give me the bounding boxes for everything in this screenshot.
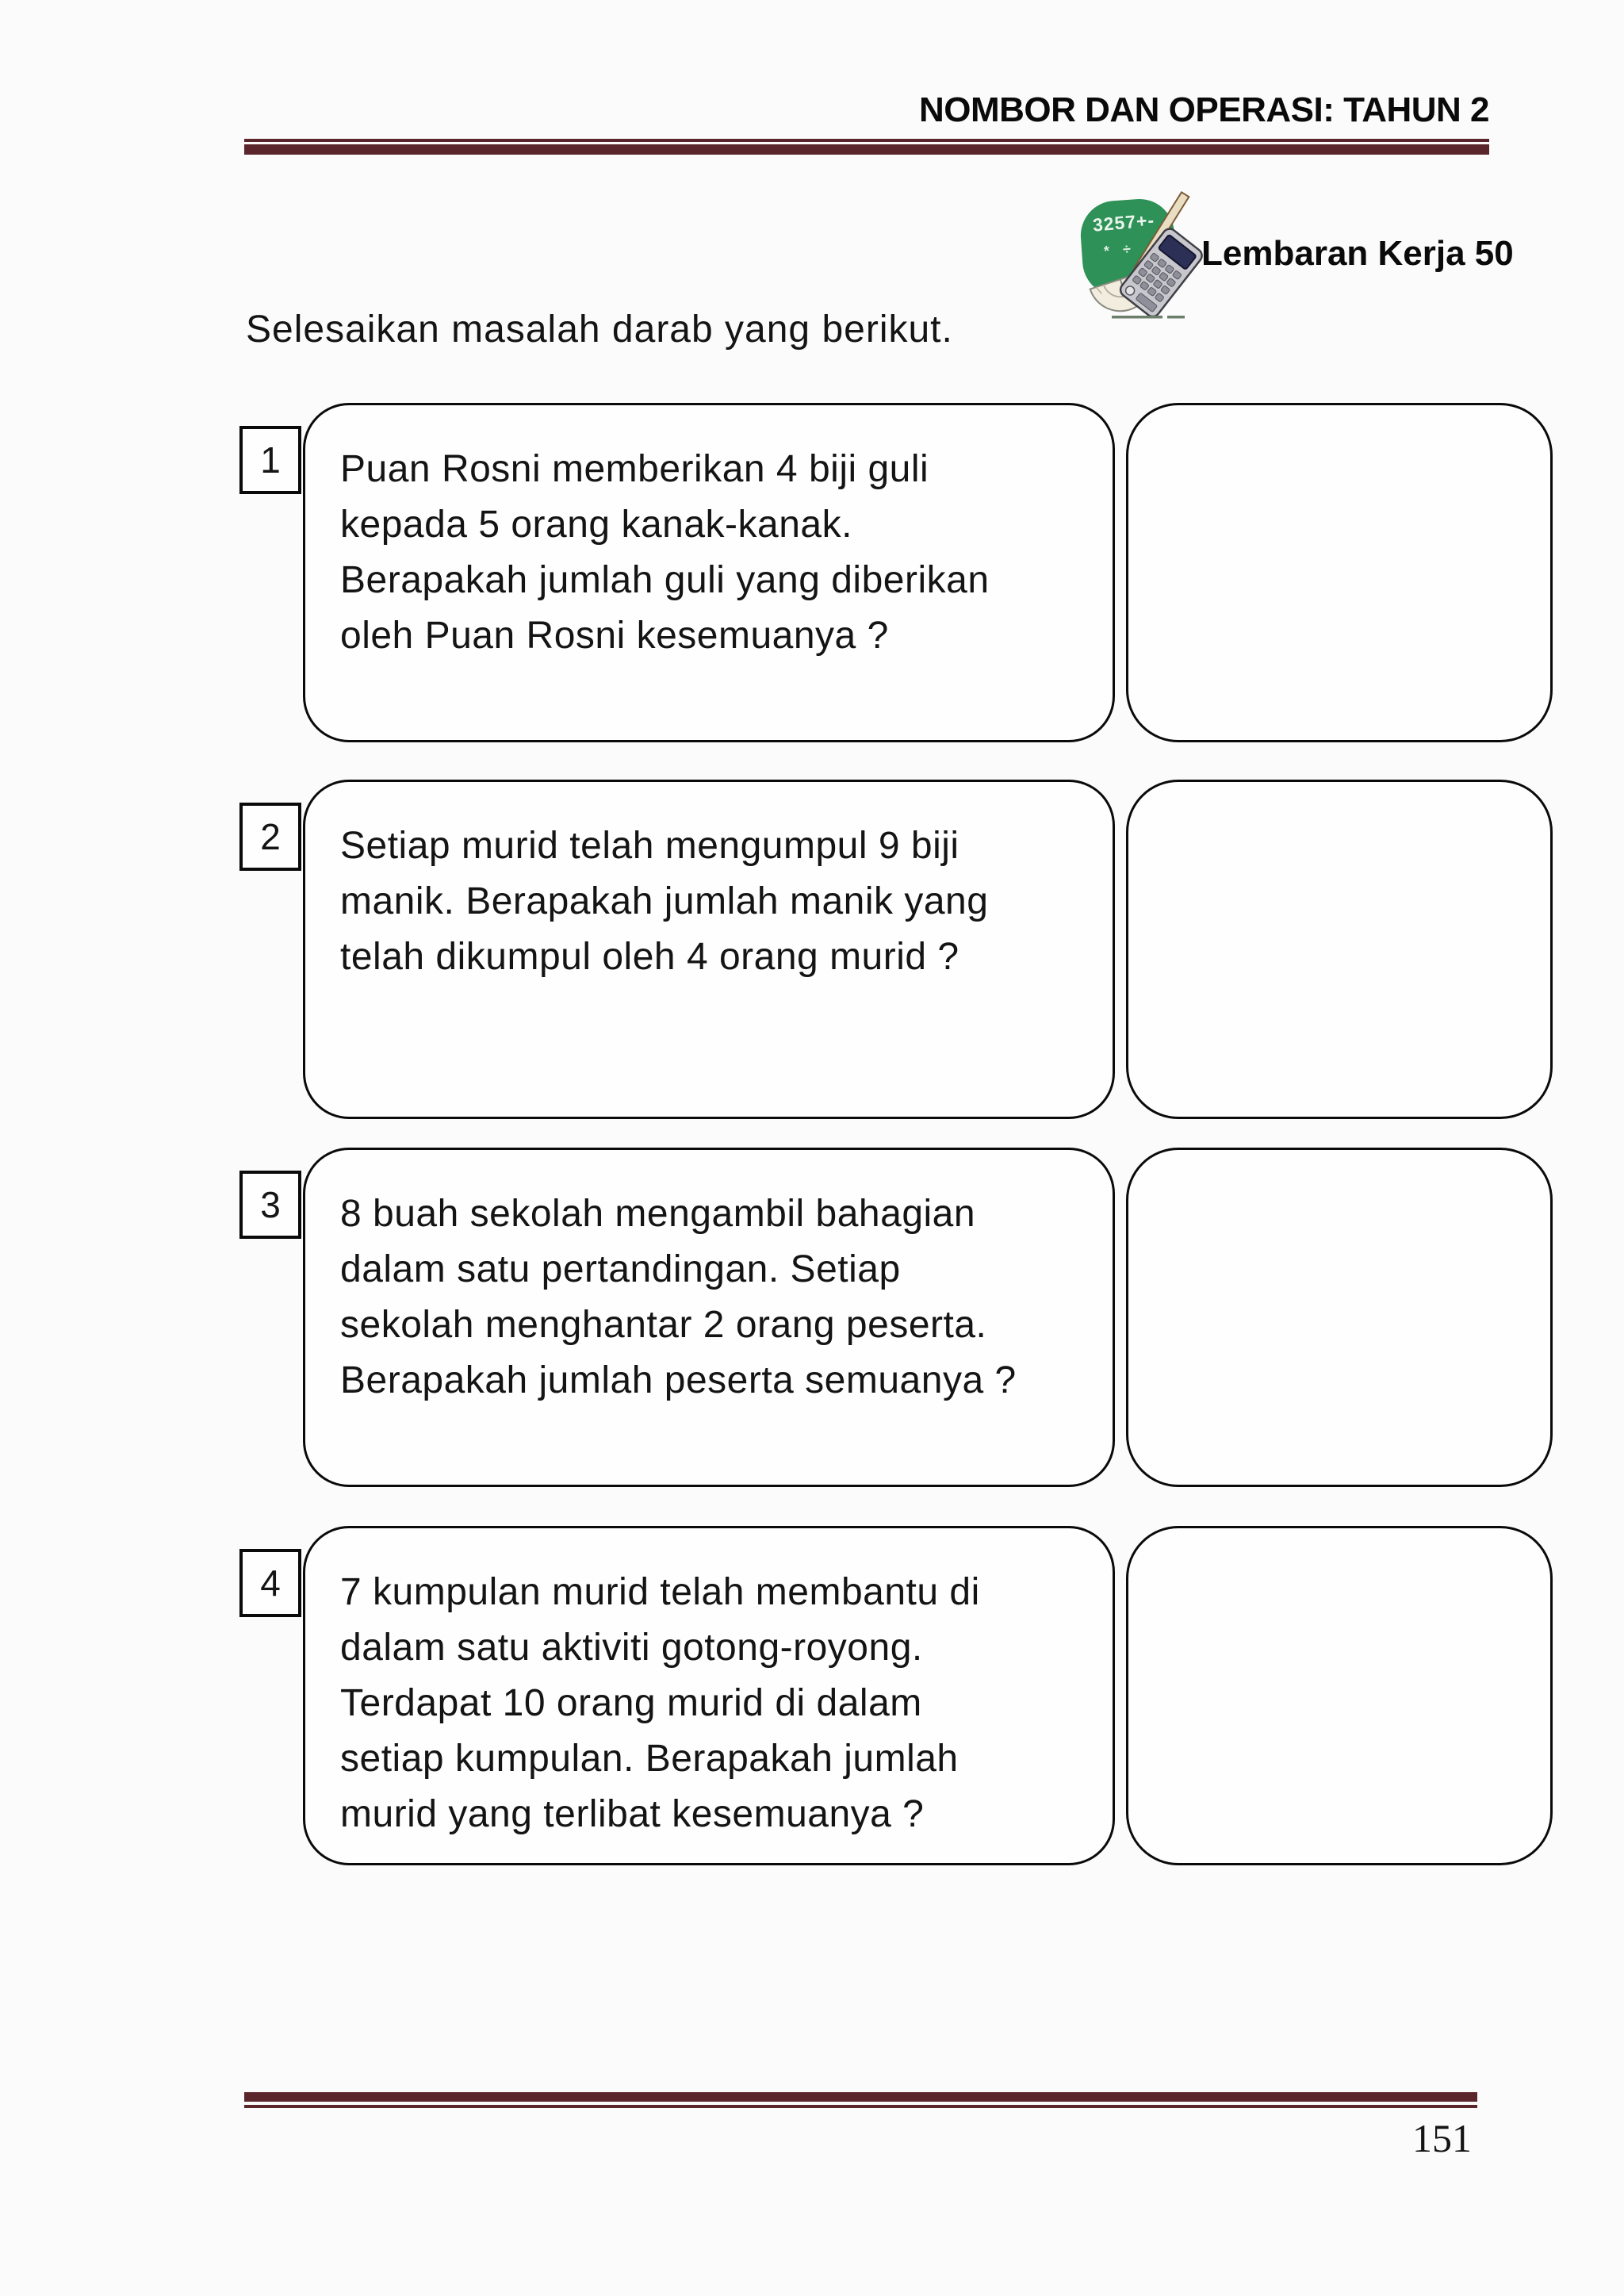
question-text-line: telah dikumpul oleh 4 orang murid ?	[340, 936, 959, 978]
page-number: 151	[1412, 2116, 1472, 2160]
question-text-line: Berapakah jumlah peserta semuanya ?	[340, 1359, 1017, 1401]
calculator-body	[1119, 228, 1203, 318]
answer-box	[1126, 1526, 1553, 1865]
question-text-line: setiap kumpulan. Berapakah jumlah	[340, 1738, 959, 1780]
instruction-text: Selesaikan masalah darab yang berikut.	[246, 309, 953, 351]
question-text-line: 7 kumpulan murid telah membantu di	[340, 1571, 980, 1613]
worksheet-label: Lembaran Kerja 50	[1201, 234, 1514, 273]
question-text-line: Puan Rosni memberikan 4 biji guli	[340, 448, 929, 490]
problem-row: 2 Setiap murid telah mengumpul 9 biji ma…	[0, 780, 1624, 1119]
question-box: 8 buah sekolah mengambil bahagian dalam …	[303, 1148, 1115, 1487]
question-text-line: murid yang terlibat kesemuanya ?	[340, 1793, 925, 1835]
question-text-line: Setiap murid telah mengumpul 9 biji	[340, 825, 959, 867]
calculator-icon: 3257+- * ÷	[1080, 190, 1208, 322]
question-box: Puan Rosni memberikan 4 biji guli kepada…	[303, 403, 1115, 742]
question-box: Setiap murid telah mengumpul 9 biji mani…	[303, 780, 1115, 1119]
question-text-line: Berapakah jumlah guli yang diberikan	[340, 559, 990, 601]
question-text-line: oleh Puan Rosni kesemuanya ?	[340, 615, 889, 657]
problem-number-box: 3	[239, 1171, 301, 1239]
problem-row: 1 Puan Rosni memberikan 4 biji guli kepa…	[0, 403, 1624, 742]
question-text-line: sekolah menghantar 2 orang peserta.	[340, 1304, 987, 1346]
problem-row: 3 8 buah sekolah mengambil bahagian dala…	[0, 1148, 1624, 1487]
problem-number-box: 1	[239, 426, 301, 494]
question-text-line: dalam satu aktiviti gotong-royong.	[340, 1627, 923, 1669]
answer-box	[1126, 1148, 1553, 1487]
header-rule-thin-line	[244, 139, 1489, 142]
answer-box	[1126, 780, 1553, 1119]
problem-number-box: 2	[239, 803, 301, 871]
question-text-line: 8 buah sekolah mengambil bahagian	[340, 1193, 976, 1235]
icon-caption-mark	[1112, 316, 1162, 319]
header-rule-thick-line	[244, 144, 1489, 155]
question-text-line: Terdapat 10 orang murid di dalam	[340, 1682, 922, 1724]
footer-rule-thin-line	[244, 2105, 1477, 2108]
question-text-line: kepada 5 orang kanak-kanak.	[340, 504, 852, 546]
problem-row: 4 7 kumpulan murid telah membantu di dal…	[0, 1526, 1624, 1865]
answer-box	[1126, 403, 1553, 742]
question-text-line: dalam satu pertandingan. Setiap	[340, 1248, 901, 1290]
page-header-title: NOMBOR DAN OPERASI: TAHUN 2	[918, 90, 1490, 129]
question-text-line: manik. Berapakah jumlah manik yang	[340, 880, 989, 922]
icon-symbols-text: * ÷	[1103, 240, 1136, 259]
question-box: 7 kumpulan murid telah membantu di dalam…	[303, 1526, 1115, 1865]
footer-rule-thick-line	[244, 2092, 1477, 2102]
icon-caption-mark	[1167, 316, 1185, 319]
problem-number-box: 4	[239, 1549, 301, 1617]
